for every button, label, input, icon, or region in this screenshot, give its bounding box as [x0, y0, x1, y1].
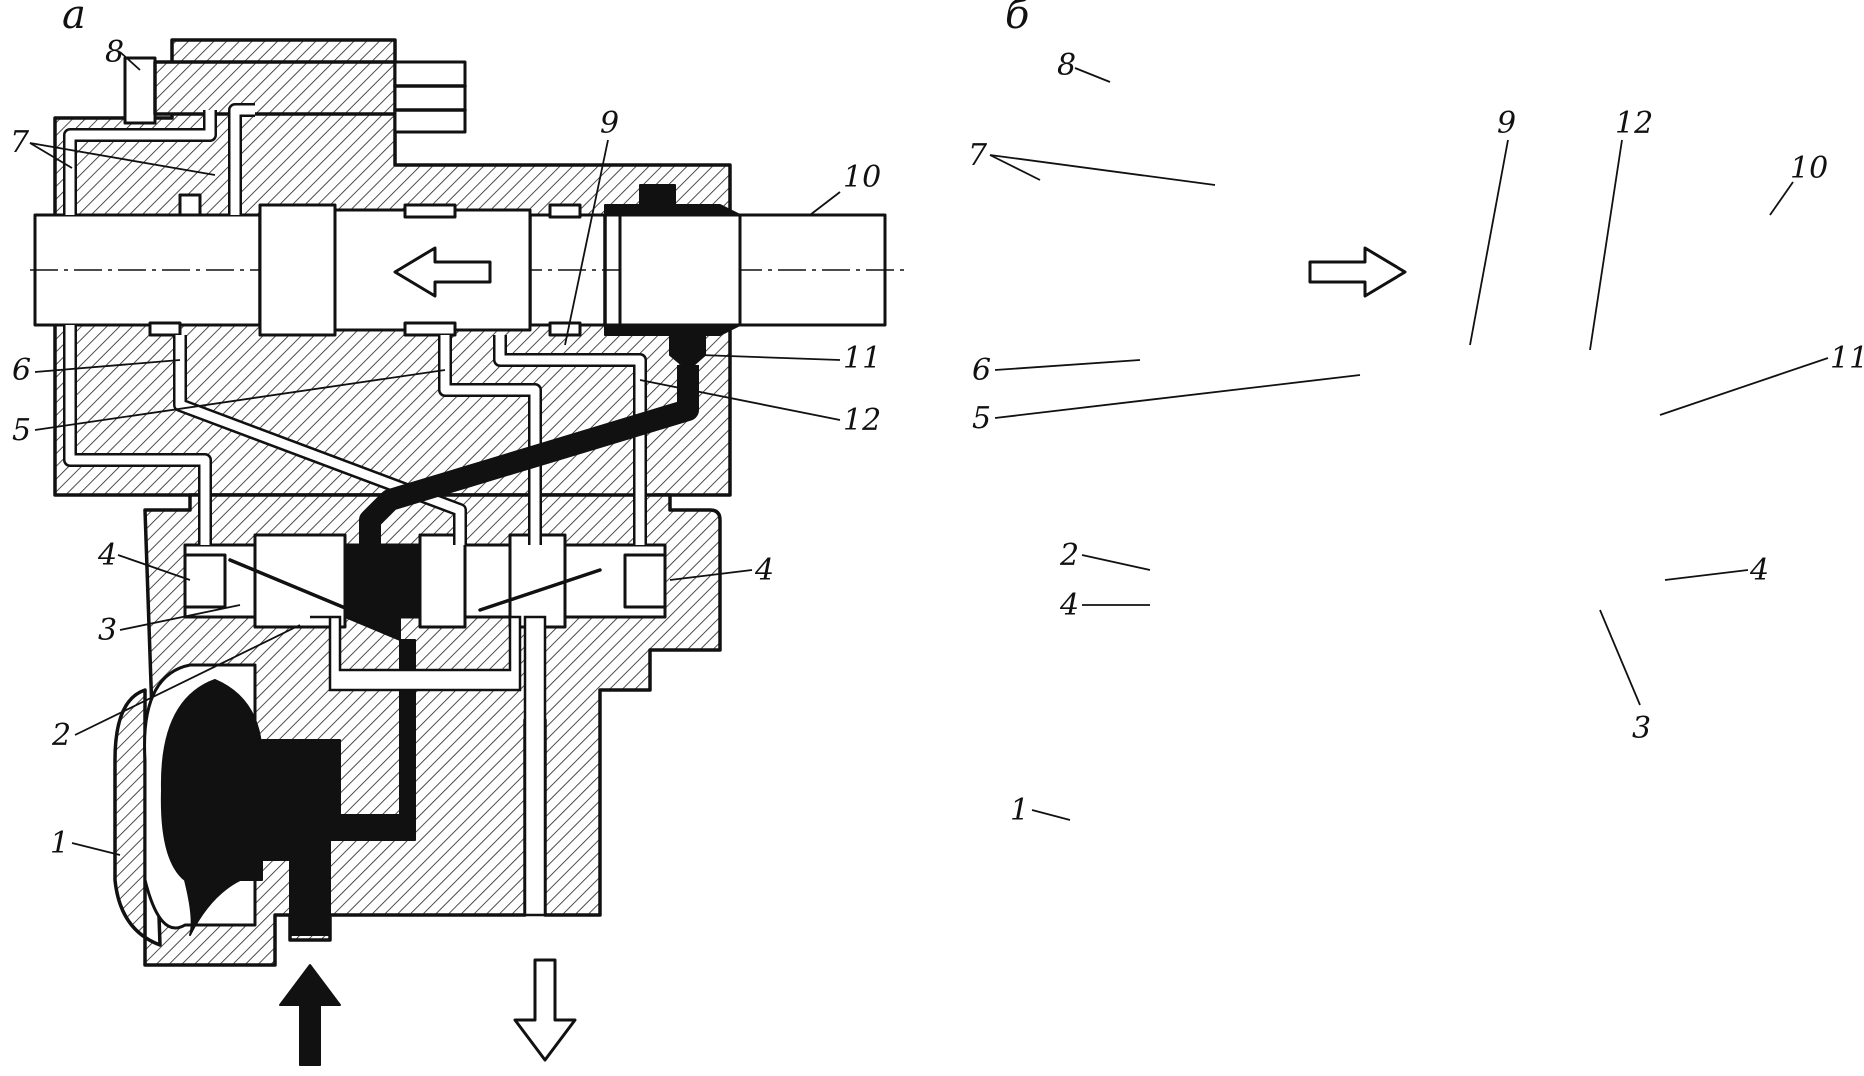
leader-line: [699, 354, 841, 361]
leader-line: [1469, 139, 1509, 346]
labels-b: 8 7 6 5 2 4 1 9 12 10 11 4 3: [968, 48, 1864, 828]
part-label-11: 11: [843, 341, 881, 376]
leader-line: [1664, 569, 1749, 581]
part-label-10: 10: [843, 160, 881, 195]
leader-line: [1589, 139, 1623, 351]
part-label-8: 8: [105, 35, 124, 70]
part-label-5: 5: [12, 413, 31, 448]
leader-line: [34, 359, 181, 373]
part-label-12: 12: [843, 403, 881, 438]
part-label-2: 2: [1059, 538, 1079, 573]
leader-line: [994, 374, 1361, 419]
part-label-7: 7: [10, 125, 30, 160]
leader-line: [989, 154, 1041, 181]
part-label-3: 3: [1632, 711, 1651, 746]
part-label-9: 9: [1497, 106, 1516, 141]
part-label-12: 12: [1615, 106, 1653, 141]
leader-line: [117, 554, 191, 581]
leader-line: [1769, 181, 1794, 216]
leader-line: [29, 142, 73, 169]
leader-line: [989, 154, 1216, 186]
leader-line: [1074, 67, 1111, 83]
leader-line: [29, 142, 216, 176]
part-label-9: 9: [600, 106, 619, 141]
leader-line: [1031, 809, 1071, 821]
part-label-4a: 4: [97, 538, 117, 573]
panel-letter: б: [1005, 0, 1030, 38]
part-label-7: 7: [968, 138, 988, 173]
part-label-1: 1: [1010, 793, 1029, 828]
part-label-4a: 4: [1059, 588, 1079, 623]
part-label-8: 8: [1057, 48, 1076, 83]
leader-line: [1081, 554, 1151, 571]
leader-line: [669, 569, 753, 581]
leader-line: [1599, 609, 1641, 706]
panel-b: б: [1005, 0, 1407, 298]
part-label-4b: 4: [754, 553, 774, 588]
leader-line: [74, 624, 301, 736]
part-label-10: 10: [1790, 151, 1828, 186]
leader-line: [119, 604, 241, 631]
flow-arrow-right: [1308, 246, 1407, 298]
flow-arrow-left: [393, 246, 492, 298]
leader-line: [1659, 357, 1829, 416]
part-label-6: 6: [12, 353, 31, 388]
part-label-11: 11: [1830, 341, 1864, 376]
part-label-1: 1: [50, 826, 69, 861]
part-label-2: 2: [51, 718, 71, 753]
leader-line: [34, 369, 446, 431]
leader-line: [994, 359, 1141, 371]
part-label-5: 5: [972, 401, 991, 436]
part-label-6: 6: [972, 353, 991, 388]
leader-line: [119, 51, 141, 71]
leader-line: [71, 842, 121, 856]
leader-line: [639, 379, 841, 421]
panel-letter: а: [62, 0, 86, 38]
labels-a: 8 7 6 5 4 3 2 1 9 10 11 12 4: [10, 35, 881, 861]
panel-a: а: [30, 0, 905, 1065]
leader-line: [809, 191, 841, 216]
leader-line: [564, 139, 609, 346]
part-label-4b: 4: [1749, 553, 1769, 588]
part-label-3: 3: [98, 613, 117, 648]
